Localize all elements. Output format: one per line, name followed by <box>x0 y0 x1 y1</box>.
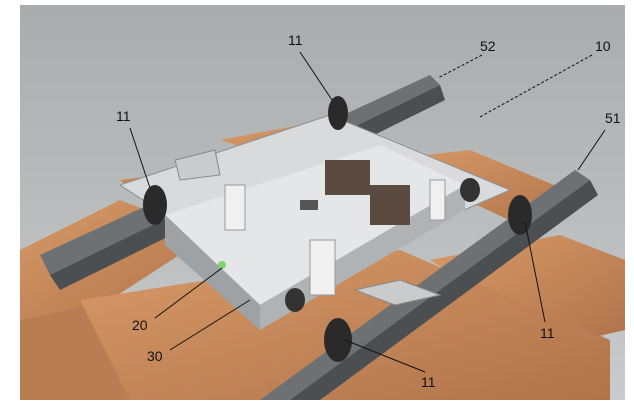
label-rail-52: 52 <box>480 38 496 54</box>
chassis <box>118 114 512 330</box>
wheels <box>143 96 532 362</box>
label-sensor-20: 20 <box>132 317 148 333</box>
label-wheel-bottom: 11 <box>421 374 436 390</box>
label-wheel-right: 11 <box>540 325 555 341</box>
label-robot-10: 10 <box>595 38 611 54</box>
label-wheel-top: 11 <box>288 32 303 48</box>
label-plate-30: 30 <box>147 348 163 364</box>
label-wheel-left: 11 <box>116 108 131 124</box>
label-rail-51: 51 <box>605 110 621 126</box>
leader-lines <box>129 51 606 373</box>
